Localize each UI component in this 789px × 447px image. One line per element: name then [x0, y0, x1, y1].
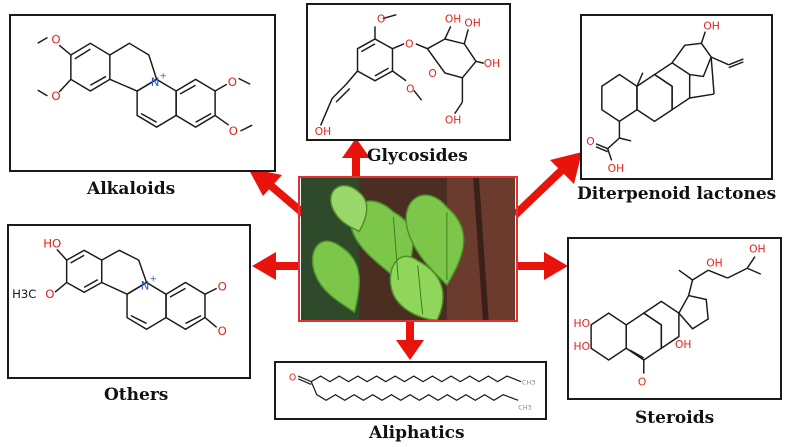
arrow-head-aliphatics — [396, 340, 424, 360]
steroid-ho-2: HO — [574, 340, 591, 353]
steroid-o-ketone: O — [638, 375, 646, 388]
alkaloid-n-charge: + — [160, 71, 167, 81]
steroids-structure-box: HO HO O OH OH OH — [567, 237, 782, 400]
glycoside-o-bottom: O — [406, 82, 414, 95]
arrow-head-others — [252, 252, 276, 280]
others-h3c: H3C — [12, 287, 36, 301]
alkaloid-structure: O O O O N + — [37, 32, 253, 138]
steroid-structure: HO HO O OH OH OH — [574, 243, 766, 389]
alkaloid-n-atom: N — [151, 75, 160, 89]
glycosides-structure-box: O O O O OH OH OH OH OH — [306, 3, 511, 141]
glycoside-o-link: O — [405, 38, 413, 51]
arrow-to-diterpenoid — [512, 167, 565, 218]
glycoside-oh-1: OH — [445, 12, 461, 25]
aliphatics-structure-box: O CH3 CH3 — [274, 361, 547, 420]
plant-leaves-photo — [298, 176, 518, 322]
diterpenoid-o-carbonyl: O — [586, 135, 594, 148]
arrow-head-steroids — [544, 252, 568, 280]
steroids-label: Steroids — [635, 408, 715, 428]
diterpenoid-oh-acid: OH — [608, 162, 625, 175]
glycoside-oh-3: OH — [484, 57, 500, 70]
others-o-2: O — [218, 279, 227, 293]
others-o-1: O — [45, 287, 54, 301]
others-label: Others — [104, 385, 169, 405]
diterpenoid-structure-box: OH O OH — [580, 14, 773, 180]
aliphatic-ch3-1: CH3 — [522, 378, 536, 386]
diterpenoid-lactones-label: Diterpenoid lactones — [577, 184, 777, 204]
diterpenoid-oh-top: OH — [703, 20, 720, 33]
others-structure: HO H3C O O O N + — [12, 236, 227, 338]
alkaloid-o-1: O — [51, 32, 60, 46]
steroid-oh-side-2: OH — [749, 243, 766, 256]
others-n-charge: + — [149, 275, 156, 285]
glycoside-o-top: O — [377, 12, 385, 25]
glycoside-structure: O O O O OH OH OH OH OH — [315, 12, 500, 138]
arrow-head-diterpenoid — [550, 152, 582, 184]
steroid-oh-side-1: OH — [706, 256, 723, 269]
aliphatic-ch3-2: CH3 — [518, 404, 532, 412]
others-n-atom: N — [141, 278, 150, 292]
diterpenoid-structure: OH O OH — [586, 20, 744, 175]
steroid-oh-core: OH — [675, 338, 692, 351]
plant-illustration — [301, 178, 515, 320]
alkaloids-structure-box: O O O O N + — [9, 14, 276, 172]
glycoside-oh-2: OH — [464, 16, 480, 29]
alkaloids-label: Alkaloids — [87, 179, 176, 199]
arrow-head-glycosides — [342, 138, 370, 158]
steroid-ho-1: HO — [574, 317, 591, 330]
others-o-3: O — [218, 324, 227, 338]
alkaloid-o-3: O — [228, 75, 237, 89]
aliphatic-o: O — [289, 373, 296, 384]
alkaloid-o-2: O — [51, 89, 60, 103]
glycoside-o-ring: O — [428, 67, 436, 80]
arrow-head-alkaloids — [248, 168, 282, 196]
aliphatics-label: Aliphatics — [369, 423, 465, 443]
aliphatic-structure: O CH3 CH3 — [289, 373, 536, 412]
others-oh: HO — [43, 236, 61, 250]
glycoside-oh-4: OH — [445, 113, 461, 126]
glycoside-oh-5: OH — [315, 125, 331, 138]
alkaloid-o-4: O — [229, 124, 238, 138]
others-structure-box: HO H3C O O O N + — [7, 224, 251, 379]
glycosides-label: Glycosides — [367, 146, 468, 166]
